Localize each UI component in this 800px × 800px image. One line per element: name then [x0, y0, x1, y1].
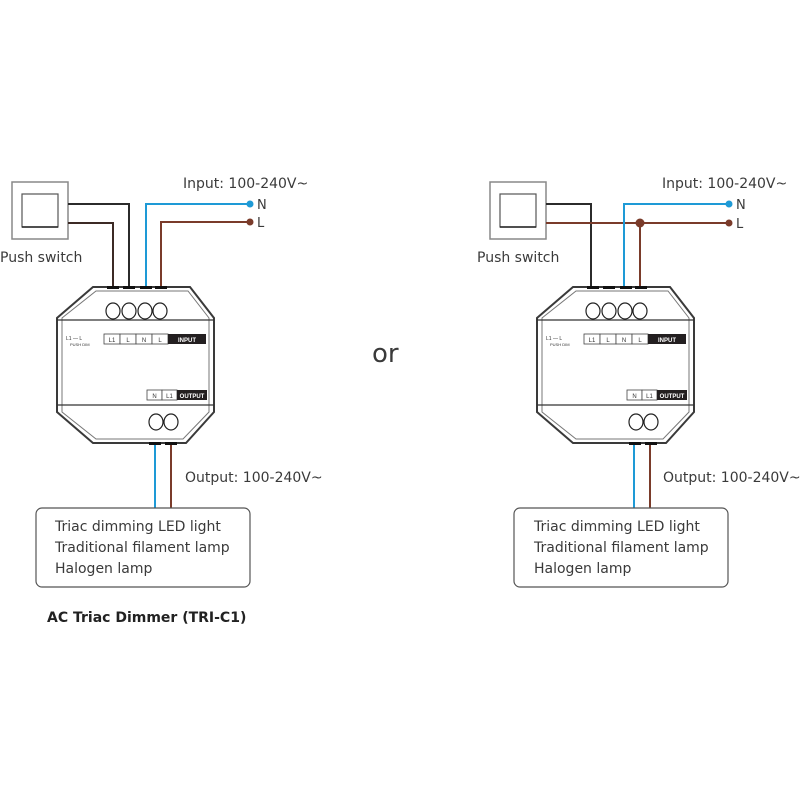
terminal-label: L1	[589, 338, 596, 344]
or-separator: or	[372, 339, 399, 369]
output-terminal-strip: N L1 OUTPUT	[626, 389, 687, 401]
dimmer-device: L1 — L PUSH DIM L1 L N L INPUT N L1 O	[536, 286, 695, 445]
n-label: N	[736, 198, 746, 213]
load-box	[513, 507, 729, 588]
output-voltage-label: Output: 100-240V~	[185, 470, 323, 486]
terminal-label: L	[606, 338, 610, 344]
switch-wire-l	[68, 203, 130, 289]
push-dim-label: L1 — L	[66, 336, 82, 342]
terminal-label: L	[126, 338, 130, 344]
output-voltage-label: Output: 100-240V~	[663, 470, 800, 486]
push-switch-icon	[489, 181, 547, 240]
push-switch-label: Push switch	[477, 250, 559, 266]
dimmer-device: L1 — L PUSH DIM L1 L N L INPUT N	[56, 286, 215, 445]
terminal-label: L1	[166, 394, 173, 400]
diagram-left: Push switch Input: 100-240V~ N L	[0, 176, 323, 626]
terminal-label: L	[638, 338, 642, 344]
terminal-label: L1	[109, 338, 116, 344]
load-item: Triac dimming LED light	[533, 519, 700, 535]
neutral-wire-in	[623, 203, 729, 289]
input-voltage-label: Input: 100-240V~	[183, 176, 308, 192]
push-dim-sub: PUSH DIM	[550, 342, 570, 347]
terminal-label: N	[622, 338, 626, 344]
diagram-right: Push switch Input: 100-240V~ N L	[477, 176, 800, 588]
terminal-label: N	[632, 394, 636, 400]
input-voltage-label: Input: 100-240V~	[662, 176, 787, 192]
output-tag: OUTPUT	[660, 394, 685, 400]
terminal-label: L	[158, 338, 162, 344]
n-label: N	[257, 198, 267, 213]
junction-dot	[635, 218, 645, 228]
output-terminal-strip: N L1 OUTPUT	[146, 389, 207, 401]
switch-wire-l1	[68, 222, 114, 289]
load-box	[35, 507, 251, 588]
live-terminal-dot	[725, 219, 733, 227]
push-switch-icon	[11, 181, 69, 240]
load-item: Traditional filament lamp	[533, 540, 709, 556]
l-label: L	[257, 216, 265, 231]
push-dim-label: L1 — L	[546, 336, 562, 342]
l-label: L	[736, 217, 744, 232]
switch-wire-l1	[546, 203, 592, 289]
input-tag: INPUT	[178, 338, 196, 344]
output-tag: OUTPUT	[180, 394, 205, 400]
push-dim-sub: PUSH DIM	[70, 342, 90, 347]
input-terminal-strip: L1 L N L INPUT	[583, 333, 686, 345]
product-title: AC Triac Dimmer (TRI-C1)	[47, 610, 246, 626]
input-terminal-strip: L1 L N L INPUT	[103, 333, 206, 345]
load-item: Halogen lamp	[55, 561, 152, 577]
terminal-label: N	[152, 394, 156, 400]
input-tag: INPUT	[658, 338, 676, 344]
neutral-wire-in	[145, 203, 250, 289]
live-wire-in	[160, 221, 250, 289]
live-terminal-dot	[246, 218, 254, 226]
push-switch-label: Push switch	[0, 250, 82, 266]
load-item: Triac dimming LED light	[54, 519, 221, 535]
neutral-terminal-dot	[725, 200, 733, 208]
load-item: Traditional filament lamp	[54, 540, 230, 556]
neutral-terminal-dot	[246, 200, 254, 208]
terminal-label: L1	[646, 394, 653, 400]
load-item: Halogen lamp	[534, 561, 631, 577]
terminal-label: N	[142, 338, 146, 344]
